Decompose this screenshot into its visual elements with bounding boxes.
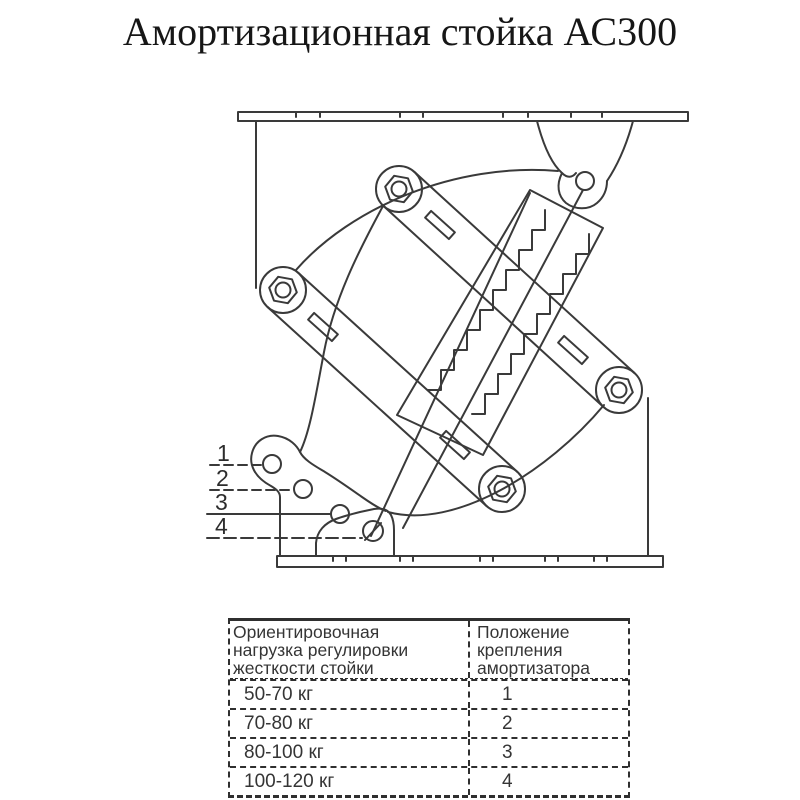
lower-curved-link — [387, 404, 605, 517]
mount-hole-1 — [262, 454, 282, 474]
table-header-load: Ориентировочная нагрузка регулировки жес… — [230, 621, 470, 678]
header-position-line-2: крепления — [477, 640, 563, 660]
table-row: 80-100 кг 3 — [230, 737, 628, 766]
top-mounting-plate — [237, 111, 689, 122]
pivot-left — [259, 266, 307, 314]
shock-absorber-spring — [396, 189, 604, 456]
pivot-upper — [375, 165, 423, 213]
position-cell: 4 — [502, 770, 513, 792]
header-position-line-3: амортизатора — [477, 658, 591, 678]
pivot-right — [595, 366, 643, 414]
header-load-line-2: нагрузка регулировки — [233, 640, 409, 660]
load-range-cell: 50-70 кг — [230, 681, 470, 708]
page-title: Амортизационная стойка АС300 — [122, 9, 678, 54]
mount-hole-4 — [362, 520, 384, 542]
mount-hole-3 — [330, 504, 350, 524]
header-position-line-1: Положение — [477, 622, 570, 642]
mount-hole-2 — [293, 479, 313, 499]
spring-coil-left — [427, 209, 546, 391]
upper-shock-bracket — [536, 120, 634, 210]
strut-diagram: 1 2 3 4 — [206, 111, 689, 568]
position-label-3: 3 — [215, 489, 228, 515]
mount-hole-4-slash — [364, 522, 382, 541]
table-header-row: Ориентировочная нагрузка регулировки жес… — [230, 621, 628, 679]
adjustment-table: Ориентировочная нагрузка регулировки жес… — [228, 618, 630, 798]
upper-link-arm — [382, 171, 636, 408]
load-range-cell: 80-100 кг — [230, 739, 470, 766]
position-label-1: 1 — [217, 440, 230, 466]
lower-link-arm — [266, 272, 519, 507]
leader-lines — [206, 464, 363, 539]
bottom-mounting-plate — [276, 555, 664, 568]
lower-bracket — [250, 434, 395, 557]
position-label-4: 4 — [215, 513, 228, 539]
table-row: 50-70 кг 1 — [230, 679, 628, 708]
header-load-line-3: жесткости стойки — [233, 658, 374, 678]
upper-mount-hole — [575, 171, 595, 191]
load-range-cell: 70-80 кг — [230, 710, 470, 737]
spring-coil-right — [471, 233, 590, 415]
shock-absorber-rod — [370, 189, 584, 537]
table-header-position: Положение крепления амортизатора — [470, 621, 628, 678]
left-curved-link — [299, 205, 384, 453]
position-cell: 2 — [502, 712, 513, 734]
header-load-line-1: Ориентировочная — [233, 622, 380, 642]
position-cell: 1 — [502, 683, 513, 705]
load-range-cell: 100-120 кг — [230, 768, 470, 795]
position-label-2: 2 — [216, 465, 229, 491]
upper-curved-link — [295, 168, 559, 271]
table-row: 70-80 кг 2 — [230, 708, 628, 737]
position-cell: 3 — [502, 741, 513, 763]
table-row: 100-120 кг 4 — [230, 766, 628, 795]
